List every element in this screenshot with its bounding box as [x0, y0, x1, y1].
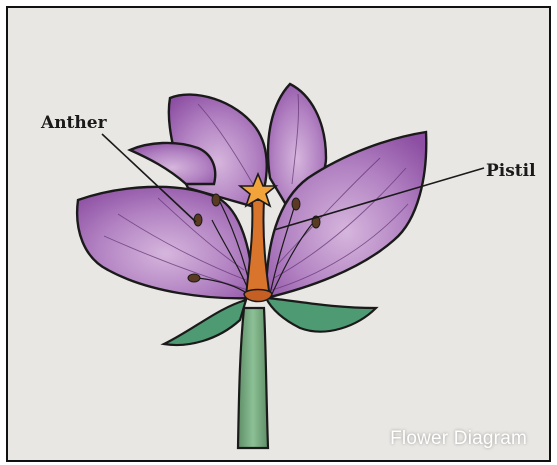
right-sepal — [266, 298, 376, 332]
stem — [238, 308, 268, 448]
pistil-ovary — [244, 290, 272, 302]
far-left-petal — [130, 143, 215, 184]
pistil-style — [246, 200, 270, 298]
anther-label: Anther — [40, 113, 108, 133]
diagram-frame: Anther Pistil Flower Diagram — [6, 6, 551, 462]
flower-illustration: Anther Pistil — [8, 8, 549, 460]
anther-2 — [212, 194, 220, 206]
diagram-caption: Flower Diagram — [390, 428, 527, 450]
pistil-label: Pistil — [486, 161, 536, 181]
left-sepal — [164, 300, 246, 345]
anther-1 — [194, 214, 202, 226]
anther-4 — [292, 198, 300, 210]
anther-3 — [188, 274, 200, 282]
